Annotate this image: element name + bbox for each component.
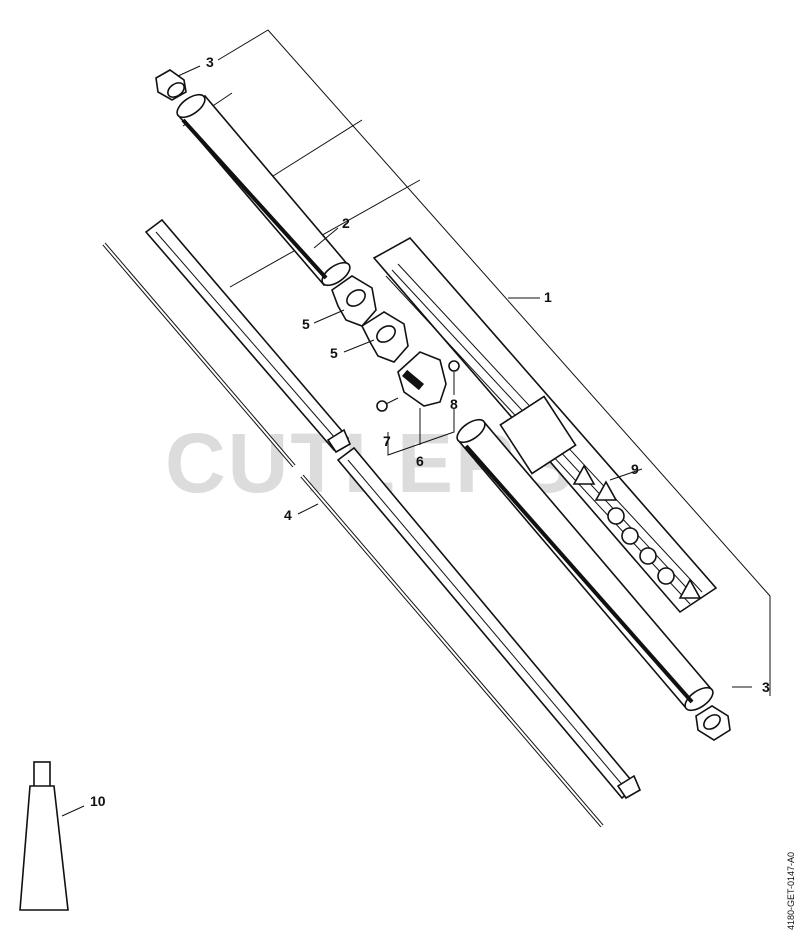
leader-line	[61, 805, 85, 817]
leader-line	[609, 468, 643, 481]
callout-10: 10	[90, 793, 106, 809]
callout-2: 2	[342, 215, 350, 231]
grease-tube	[19, 761, 69, 911]
callout-7: 7	[383, 433, 391, 449]
lower-main-tube	[456, 418, 714, 712]
callout-3-bottom: 3	[762, 679, 770, 695]
nut	[448, 360, 460, 372]
channel-upper	[144, 218, 352, 454]
warning-decal	[499, 395, 702, 599]
callout-5-upper: 5	[302, 316, 310, 332]
leader-line	[313, 309, 345, 324]
leader-line	[177, 65, 201, 77]
callout-5-lower: 5	[330, 345, 338, 361]
handle-housing	[397, 351, 447, 407]
callout-9: 9	[631, 461, 639, 477]
channel-lower	[336, 446, 642, 800]
assembly-frame-line	[229, 179, 421, 288]
end-cap-bottom	[695, 705, 731, 741]
clamp-bracket-upper	[331, 275, 377, 327]
clamp-bracket-lower	[360, 311, 409, 363]
end-cap-top	[155, 69, 187, 101]
screw	[376, 397, 399, 412]
callout-8: 8	[450, 396, 458, 412]
assembly-frame-line	[217, 29, 771, 696]
callout-3-top: 3	[206, 54, 214, 70]
assembly-frame-line	[272, 119, 363, 177]
callout-4: 4	[284, 507, 292, 523]
leader-line	[313, 227, 339, 249]
drawing-number: 4180-GET-0147-A0	[786, 852, 796, 930]
callout-6: 6	[416, 453, 424, 469]
callout-1: 1	[544, 289, 552, 305]
upper-shaft-tube	[176, 93, 351, 287]
leader-line	[297, 503, 319, 515]
leader-line	[343, 339, 375, 353]
